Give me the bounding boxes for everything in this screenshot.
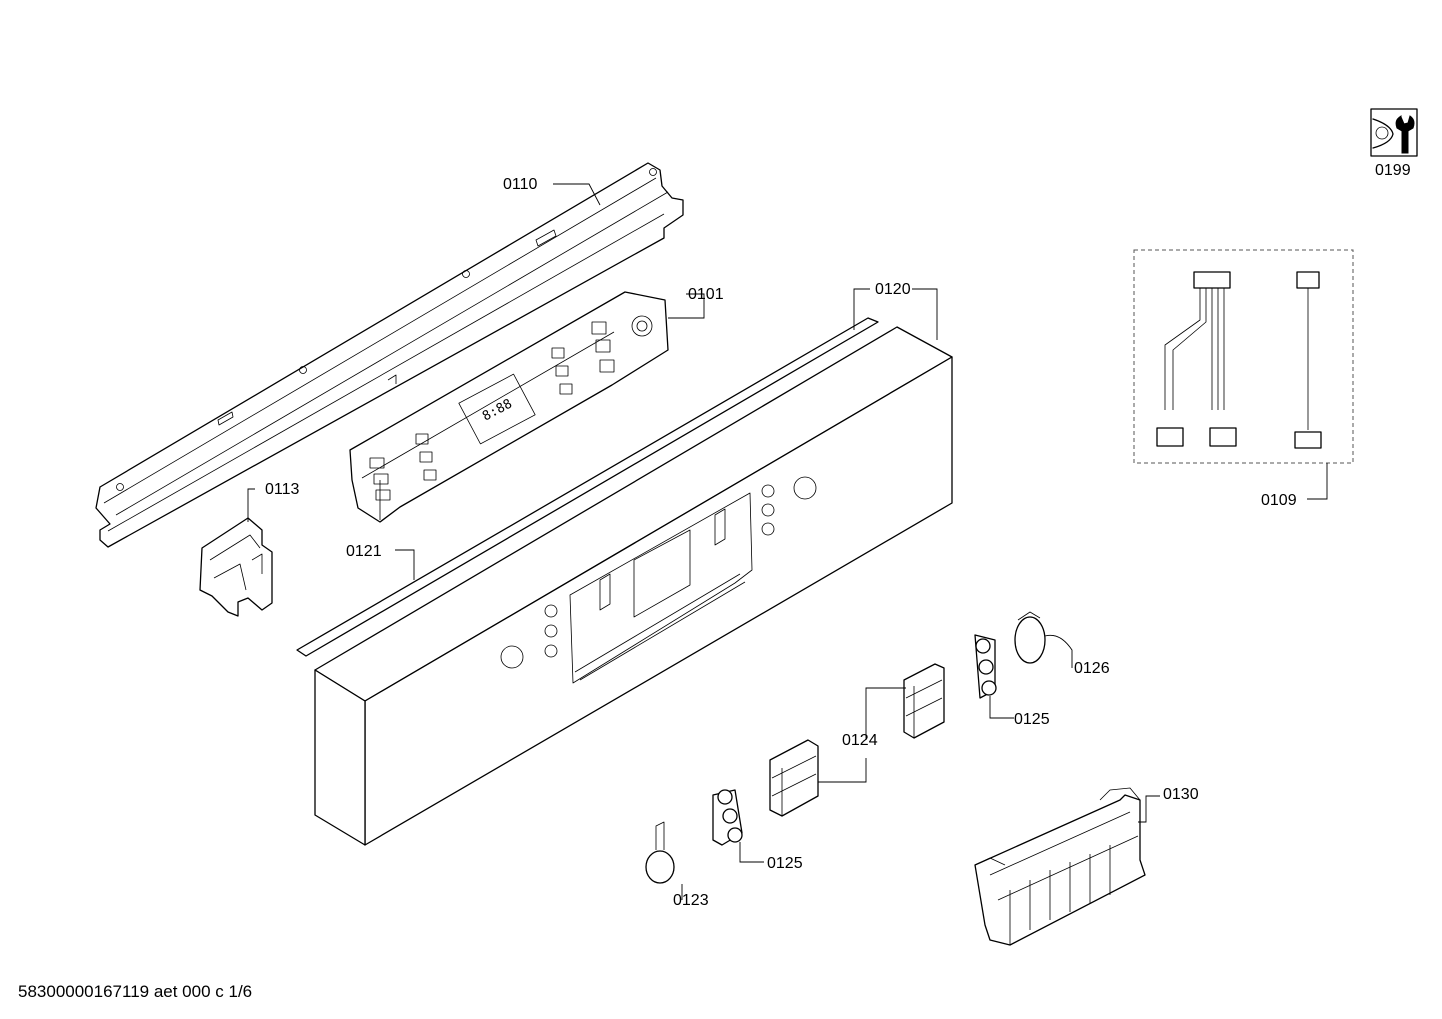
leader-lines	[247, 183, 1328, 900]
bracket-part	[199, 517, 273, 617]
callout-0121: 0121	[346, 543, 382, 560]
callout-0113: 0113	[265, 481, 300, 498]
seal-strip-part	[296, 317, 879, 657]
callout-0125-lower: 0125	[767, 855, 803, 872]
callout-0126: 0126	[1074, 660, 1110, 677]
callout-0125-upper: 0125	[1014, 711, 1050, 728]
control-panel-part	[314, 326, 953, 846]
callout-0199: 0199	[1375, 162, 1411, 179]
knob-part	[1014, 611, 1046, 664]
callout-0124: 0124	[842, 732, 878, 749]
button-cluster-lower-part	[712, 789, 743, 846]
callout-0101: 0101	[688, 286, 724, 303]
control-board-part: 8:88	[349, 291, 669, 523]
cable-holder-part	[974, 787, 1146, 946]
drawing-reference-footer: 58300000167119 aet 000 c 1/6	[18, 982, 253, 1001]
switch-block-lower-part	[769, 739, 819, 817]
wrench-icon	[1370, 108, 1418, 157]
callout-0130: 0130	[1163, 786, 1199, 803]
callout-0109: 0109	[1261, 492, 1297, 509]
rail-part	[95, 162, 684, 548]
switch-block-upper-part	[903, 663, 945, 739]
button-cluster-upper-part	[974, 634, 997, 699]
callout-0120: 0120	[875, 281, 911, 298]
wiring-harness-part	[1133, 249, 1354, 464]
small-knob-part	[645, 821, 675, 884]
callout-0123: 0123	[673, 892, 709, 909]
callout-0110: 0110	[503, 176, 538, 193]
